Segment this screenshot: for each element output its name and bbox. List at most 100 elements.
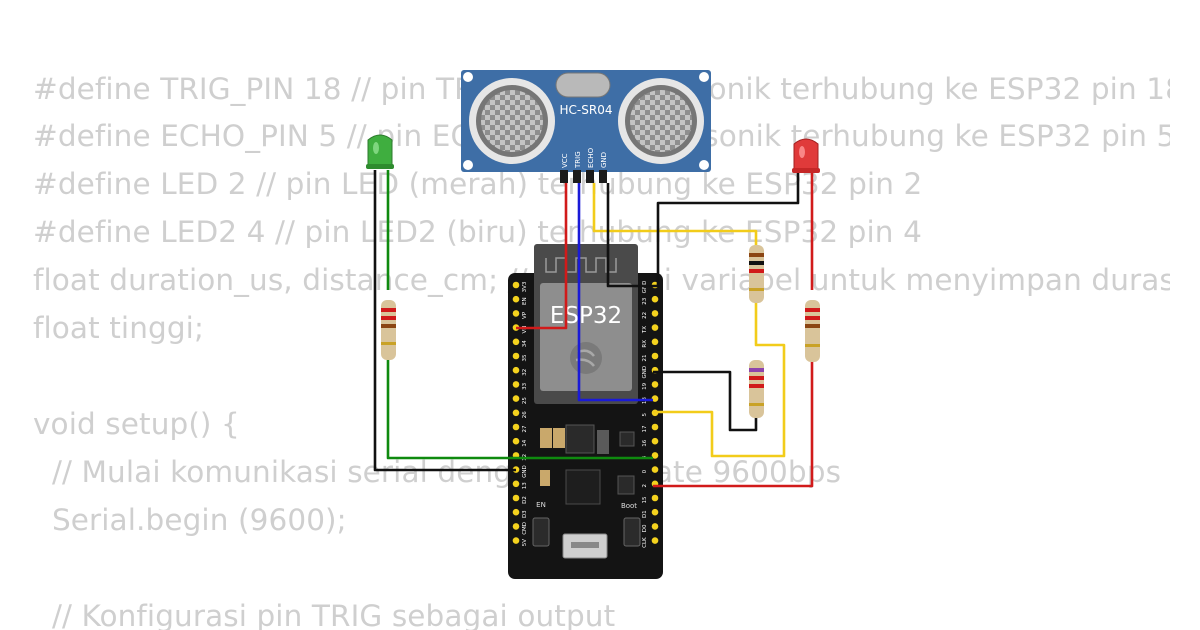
green-led[interactable] <box>366 134 394 169</box>
left-pin-14[interactable] <box>512 437 520 445</box>
wire-echo-divider[interactable] <box>653 298 786 458</box>
resistor-divider-bottom[interactable] <box>749 360 764 418</box>
code-line: #define LED 2 // pin LED (merah) terhubu… <box>33 167 923 201</box>
left-pin-25[interactable] <box>512 395 520 402</box>
left-pin-label: 25 <box>522 397 528 404</box>
wire-echo[interactable] <box>592 183 758 250</box>
right-pin-label: 2 <box>642 484 648 488</box>
esp32-board[interactable] <box>508 244 663 579</box>
code-line: Serial.begin (9600); <box>33 503 347 537</box>
left-pin-3v3[interactable] <box>512 281 520 289</box>
left-pin-cmd[interactable] <box>512 523 520 530</box>
right-pin-23[interactable] <box>651 295 659 303</box>
right-pin-label: 16 <box>642 439 648 446</box>
left-pin-label: 27 <box>522 425 528 432</box>
right-pin-label: GND <box>642 366 648 379</box>
right-pin-label: D1 <box>642 510 648 518</box>
left-pin-label: VP <box>522 311 528 319</box>
wires <box>373 158 814 488</box>
left-pin-label: 3V3 <box>522 281 528 292</box>
left-pin-label: 26 <box>522 411 528 418</box>
left-pin-label: 5V <box>522 539 528 546</box>
left-pin-label: 13 <box>522 482 528 489</box>
sensor-pin-echo: ECHO <box>587 147 595 168</box>
left-pin-34[interactable] <box>512 338 520 346</box>
left-pin-5v[interactable] <box>512 537 520 544</box>
right-pin-label: D0 <box>642 524 648 532</box>
left-pin-label: EN <box>522 297 528 305</box>
left-pin-label: VN <box>522 326 528 334</box>
esp32-left-header: 3V3ENVPVN343532332526271412GND13D2D3CMD5… <box>512 281 528 546</box>
right-pin-label: CLK <box>642 537 648 548</box>
en-button[interactable] <box>532 517 550 547</box>
left-pin-en[interactable] <box>512 295 520 303</box>
right-pin-4[interactable] <box>651 452 659 459</box>
left-pin-35[interactable] <box>512 352 520 360</box>
code-line: float tinggi; <box>33 311 204 345</box>
left-pin-27[interactable] <box>512 423 520 431</box>
right-pin-19[interactable] <box>651 381 659 388</box>
left-pin-label: 35 <box>522 354 528 361</box>
right-pin-16[interactable] <box>651 437 659 445</box>
right-pin-d0[interactable] <box>651 523 659 530</box>
boot-button-label: Boot <box>621 502 637 510</box>
left-pin-d2[interactable] <box>512 494 520 502</box>
wire-trig[interactable] <box>577 183 653 402</box>
wire-green-led-gnd[interactable] <box>373 170 516 472</box>
left-pin-label: D2 <box>522 496 528 504</box>
resistor-green-led[interactable] <box>381 300 396 360</box>
resistor-red-led[interactable] <box>805 300 820 362</box>
left-pin-label: 34 <box>522 340 528 347</box>
left-pin-label: 14 <box>522 439 528 446</box>
right-pin-label: 0 <box>642 469 648 473</box>
sensor-pin-vcc: VCC <box>561 153 569 168</box>
right-pin-label: RX <box>642 340 648 348</box>
right-pin-17[interactable] <box>651 423 659 431</box>
right-pin-label: 15 <box>642 496 648 503</box>
right-pin-label: 21 <box>642 355 648 362</box>
left-pin-label: 32 <box>522 369 528 376</box>
right-pin-clk[interactable] <box>651 537 659 544</box>
right-pin-label: 22 <box>642 312 648 319</box>
left-pin-label: GND <box>522 465 528 478</box>
sensor-label: HC-SR04 <box>560 103 613 117</box>
right-pin-0[interactable] <box>651 466 659 473</box>
left-pin-33[interactable] <box>512 381 520 388</box>
left-pin-label: CMD <box>522 522 528 535</box>
esp32-label: ESP32 <box>550 303 622 329</box>
resistor-divider-top[interactable] <box>749 245 764 303</box>
left-pin-26[interactable] <box>512 409 520 417</box>
sensor-pin-trig: TRIG <box>574 151 582 169</box>
en-button-label: EN <box>536 501 546 509</box>
right-pin-label: 23 <box>642 297 648 304</box>
right-pin-22[interactable] <box>651 310 659 317</box>
red-led[interactable] <box>792 138 820 173</box>
right-pin-rx[interactable] <box>651 338 659 346</box>
code-line: // Konfigurasi pin TRIG sebagai output <box>33 599 616 630</box>
wire-vcc[interactable] <box>516 183 568 330</box>
left-pin-32[interactable] <box>512 366 520 374</box>
left-pin-label: D3 <box>522 510 528 518</box>
left-pin-d3[interactable] <box>512 508 520 516</box>
right-pin-21[interactable] <box>651 352 659 360</box>
right-pin-15[interactable] <box>651 494 659 502</box>
right-pin-tx[interactable] <box>651 324 659 331</box>
hc-sr04-sensor[interactable] <box>461 70 711 183</box>
right-pin-label: 19 <box>642 382 648 389</box>
right-pin-18[interactable] <box>651 395 659 402</box>
right-pin-d1[interactable] <box>651 508 659 516</box>
left-pin-vp[interactable] <box>512 310 520 317</box>
right-pin-label: 5 <box>642 413 648 417</box>
wire-red-led[interactable] <box>653 170 814 488</box>
left-pin-13[interactable] <box>512 480 520 488</box>
left-pin-label: 33 <box>522 382 528 389</box>
code-line: void setup() { <box>33 407 240 441</box>
sensor-pin-gnd: GND <box>600 152 608 168</box>
wire-gnd-sensor[interactable] <box>606 158 800 288</box>
wire-divider-gnd[interactable] <box>653 370 758 432</box>
wire-green-led[interactable] <box>386 170 653 460</box>
boot-button[interactable] <box>623 517 641 547</box>
right-pin-label: TX <box>642 326 648 334</box>
